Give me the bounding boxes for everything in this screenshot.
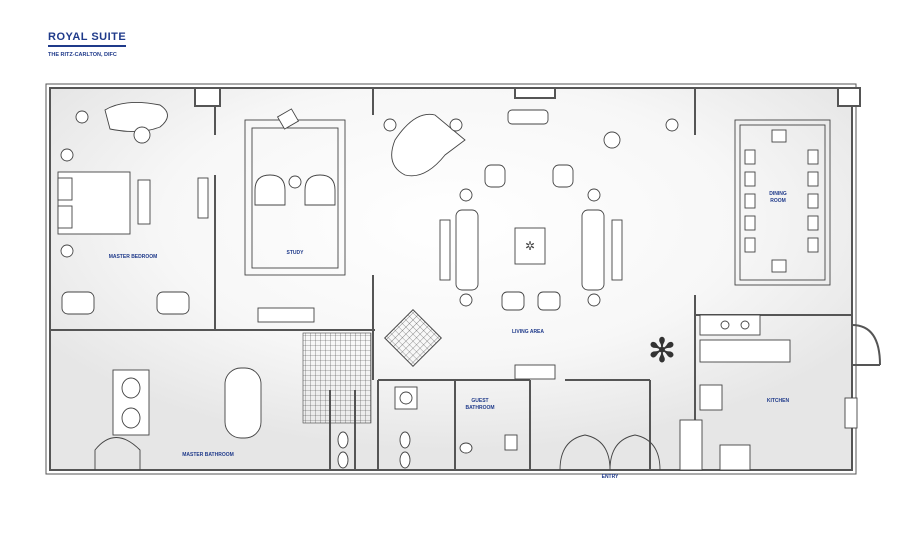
- label-entry: ENTRY: [602, 474, 619, 480]
- plan-subtitle: THE RITZ-CARLTON, DIFC: [48, 52, 117, 58]
- label-master-bathroom: MASTER BATHROOM: [182, 452, 234, 458]
- label-living-area: LIVING AREA: [512, 329, 544, 335]
- label-guest-bathroom-2: BATHROOM: [465, 405, 494, 411]
- entry-doors: [559, 434, 661, 471]
- kitchen-furniture: [679, 314, 858, 471]
- sofa-left: [455, 209, 479, 291]
- label-dining-1: DINING: [769, 191, 787, 197]
- grand-piano: [391, 113, 466, 177]
- study-furniture: [244, 108, 346, 323]
- bathroom-fixtures: [94, 367, 661, 471]
- plan-title: ROYAL SUITE: [48, 31, 127, 47]
- label-guest-bathroom-1: GUEST: [471, 398, 488, 404]
- plant-icon: ✻: [648, 332, 677, 370]
- svg-text:✲: ✲: [525, 239, 535, 253]
- walls: [45, 83, 881, 475]
- bathtub: [224, 367, 262, 439]
- coffee-table: [514, 227, 546, 265]
- label-master-bedroom: MASTER BEDROOM: [109, 254, 158, 260]
- game-table: [384, 309, 442, 367]
- living-area-furniture: ✲ ✻: [302, 109, 679, 424]
- master-bedroom-furniture: [57, 101, 209, 315]
- sofa-right: [581, 209, 605, 291]
- label-study: STUDY: [287, 250, 305, 256]
- label-kitchen: KITCHEN: [767, 398, 790, 404]
- chaise: [104, 101, 168, 132]
- dining-furniture: [734, 119, 831, 286]
- label-dining-2: ROOM: [770, 198, 786, 204]
